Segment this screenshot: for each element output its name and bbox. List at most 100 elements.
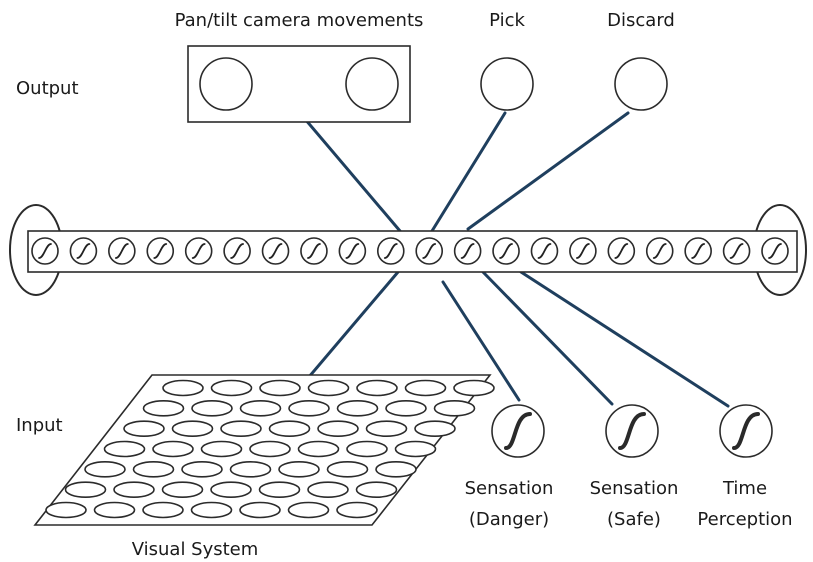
visual-receptor bbox=[181, 461, 223, 478]
pick-neuron bbox=[480, 57, 534, 111]
visual-receptor bbox=[414, 420, 456, 437]
visual-receptor bbox=[307, 379, 350, 397]
visual-receptor bbox=[355, 481, 398, 498]
visual-receptor bbox=[239, 400, 282, 417]
pan-tilt-label: Pan/tilt camera movements bbox=[175, 10, 424, 31]
visual-receptor bbox=[142, 501, 184, 519]
visual-receptor bbox=[365, 420, 408, 437]
sensation-danger-neuron bbox=[491, 404, 545, 458]
visual-receptor bbox=[258, 481, 301, 498]
visual-receptor bbox=[433, 400, 476, 417]
visual-receptor bbox=[394, 440, 437, 458]
sigmoid-icon bbox=[191, 243, 206, 259]
connection-time-perception bbox=[519, 270, 730, 408]
visual-receptor bbox=[336, 400, 379, 417]
sensation-safe-label-line1: Sensation bbox=[590, 478, 679, 499]
time-perception-label-line1: Time bbox=[722, 478, 767, 499]
visual-receptor bbox=[103, 440, 146, 458]
sigmoid-icon bbox=[153, 243, 168, 259]
sigmoid-icon bbox=[614, 243, 629, 259]
sigmoid-icon bbox=[460, 243, 475, 259]
visual-receptor bbox=[239, 501, 281, 519]
sensation-safe-neuron bbox=[605, 404, 659, 458]
time-perception-unit: Time Perception bbox=[697, 404, 793, 530]
sigmoid-icon bbox=[383, 243, 398, 259]
visual-receptor bbox=[453, 379, 495, 397]
visual-system-label: Visual System bbox=[132, 539, 259, 560]
sigmoid-icon bbox=[691, 243, 706, 259]
connection-pan-tilt bbox=[303, 117, 402, 233]
visual-receptor bbox=[385, 400, 427, 417]
pick-label: Pick bbox=[489, 10, 525, 31]
sigmoid-icon bbox=[38, 243, 52, 259]
sigmoid-icon bbox=[652, 243, 667, 259]
hidden-layer bbox=[9, 204, 807, 296]
connections bbox=[256, 111, 730, 439]
visual-receptor bbox=[268, 420, 311, 437]
sigmoid-icon bbox=[618, 412, 646, 450]
visual-receptor bbox=[45, 501, 87, 519]
sigmoid-icon bbox=[575, 243, 590, 259]
visual-receptor bbox=[132, 461, 175, 478]
visual-system: Visual System bbox=[33, 374, 495, 560]
visual-receptor bbox=[123, 420, 165, 437]
visual-receptor bbox=[287, 501, 330, 519]
visual-receptor bbox=[152, 440, 194, 458]
output-label: Output bbox=[16, 78, 79, 99]
visual-receptor bbox=[229, 461, 272, 478]
discard-unit: Discard bbox=[607, 10, 675, 111]
visual-receptor bbox=[171, 420, 214, 437]
visual-receptor bbox=[220, 420, 262, 437]
sigmoid-icon bbox=[499, 243, 513, 259]
hidden-neurons bbox=[31, 237, 789, 265]
visual-receptor bbox=[93, 501, 136, 519]
visual-receptor bbox=[162, 379, 204, 397]
sigmoid-icon bbox=[729, 243, 744, 259]
visual-receptor bbox=[336, 501, 378, 519]
sensation-danger-label-line1: Sensation bbox=[465, 478, 554, 499]
discard-neuron bbox=[614, 57, 668, 111]
visual-receptor bbox=[200, 440, 243, 458]
discard-label: Discard bbox=[607, 10, 675, 31]
sigmoid-icon bbox=[230, 243, 245, 259]
visual-receptor bbox=[142, 400, 185, 417]
sigmoid-icon bbox=[76, 243, 91, 259]
sensation-safe-unit: Sensation (Safe) bbox=[590, 404, 679, 530]
visual-receptor bbox=[210, 481, 252, 498]
time-perception-label-line2: Perception bbox=[697, 509, 792, 530]
visual-receptor bbox=[288, 400, 330, 417]
connection-pick bbox=[430, 111, 507, 233]
sigmoid-icon bbox=[307, 243, 321, 259]
hidden-layer-bar bbox=[27, 230, 798, 273]
sigmoid-icon bbox=[345, 243, 360, 259]
visual-receptor bbox=[404, 379, 447, 397]
visual-receptor bbox=[307, 481, 349, 498]
time-perception-neuron bbox=[719, 404, 773, 458]
visual-receptor bbox=[210, 379, 253, 397]
visual-receptor bbox=[326, 461, 369, 478]
visual-receptor bbox=[375, 461, 417, 478]
sigmoid-icon bbox=[504, 412, 532, 450]
sensation-danger-label-line2: (Danger) bbox=[469, 509, 549, 530]
sensation-safe-label-line2: (Safe) bbox=[607, 509, 661, 530]
visual-receptor bbox=[113, 481, 155, 498]
sigmoid-icon bbox=[268, 243, 283, 259]
sigmoid-icon bbox=[768, 243, 782, 259]
visual-receptor bbox=[191, 400, 233, 417]
visual-receptor bbox=[356, 379, 398, 397]
pan-tilt-unit: Pan/tilt camera movements bbox=[175, 10, 424, 123]
visual-receptor bbox=[278, 461, 320, 478]
sensation-danger-unit: Sensation (Danger) bbox=[465, 404, 554, 530]
visual-receptor bbox=[84, 461, 126, 478]
visual-receptor bbox=[64, 481, 107, 498]
connection-sensation-danger bbox=[441, 280, 521, 402]
sigmoid-icon bbox=[732, 412, 760, 450]
visual-receptor bbox=[161, 481, 204, 498]
connection-sensation-safe bbox=[481, 270, 614, 406]
input-label: Input bbox=[16, 415, 63, 436]
visual-receptor bbox=[249, 440, 291, 458]
visual-receptor bbox=[297, 440, 340, 458]
visual-receptor bbox=[190, 501, 233, 519]
sigmoid-icon bbox=[422, 243, 437, 259]
